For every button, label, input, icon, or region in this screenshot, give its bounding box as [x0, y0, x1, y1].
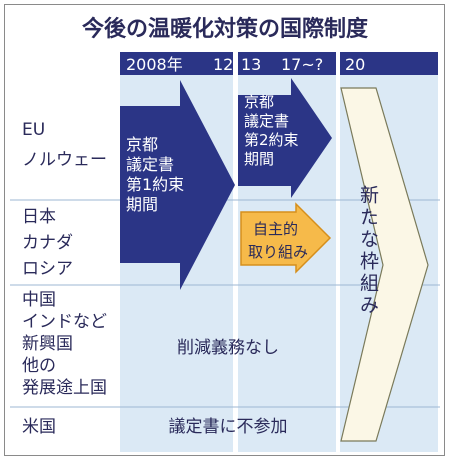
arrow-label-line: 京都 [244, 93, 274, 111]
row-label-line: インドなど [22, 312, 107, 332]
row-label-japan: 日本 カナダ ロシア [22, 207, 73, 279]
arrow-label-line: 自主的 [253, 220, 298, 238]
timeline-label-17: 17~? [281, 55, 323, 74]
arrow-label-line: 第2約束 [244, 131, 299, 149]
row-label-line: 発展途上国 [22, 378, 107, 398]
row-label-line: 他の [22, 356, 56, 376]
new-framework-label-wrap: 新たな枠組み [357, 185, 379, 317]
first-period-label: 京都 議定書 第1約束 期間 [126, 135, 184, 214]
row-label-line: 日本 [22, 207, 56, 227]
new-framework-label: 新たな枠組み [357, 185, 379, 317]
not-participating-note: 議定書に不参加 [169, 417, 288, 437]
arrow-label-line: 期間 [244, 150, 274, 168]
row-label-line: EU [22, 120, 45, 140]
timeline-header-13 [238, 52, 336, 75]
no-obligation-note: 削減義務なし [177, 338, 279, 358]
row-label-line: カナダ [22, 233, 73, 253]
diagram-title: 今後の温暖化対策の国際制度 [82, 16, 369, 42]
arrow-label-line: 議定書 [244, 112, 289, 130]
voluntary-action-arrow [240, 202, 332, 274]
row-label-developing: 中国 インドなど 新興国 他の 発展途上国 [22, 290, 107, 398]
timeline-label-20: 20 [345, 55, 365, 74]
second-period-arrow [238, 78, 332, 198]
second-period-label: 京都 議定書 第2約束 期間 [244, 93, 299, 168]
timeline-header-2008 [120, 52, 233, 75]
row-label-line: 中国 [22, 290, 56, 310]
timeline-label-2008: 2008年 [126, 55, 183, 74]
arrow-label-line: 期間 [126, 195, 158, 214]
row-label-line: ロシア [22, 259, 73, 279]
row-label-line: 米国 [22, 417, 56, 437]
arrow-label-line: 京都 [126, 135, 158, 154]
row-label-usa: 米国 [22, 417, 56, 437]
row-label-line: 新興国 [22, 334, 73, 354]
first-period-arrow [120, 80, 235, 290]
row-label-eu: EU ノルウェー [22, 120, 107, 170]
arrow-label-line: 取り組み [248, 243, 308, 261]
timeline-header-20 [340, 52, 438, 75]
voluntary-action-label: 自主的 取り組み [248, 220, 308, 261]
new-framework-arrow [340, 87, 429, 442]
arrow-label-line: 第1約束 [126, 175, 184, 194]
timeline-label-13: 13 [241, 55, 261, 74]
timeline-label-12: 12 [213, 55, 233, 74]
arrow-label-line: 議定書 [126, 155, 174, 174]
row-label-line: ノルウェー [22, 150, 107, 170]
